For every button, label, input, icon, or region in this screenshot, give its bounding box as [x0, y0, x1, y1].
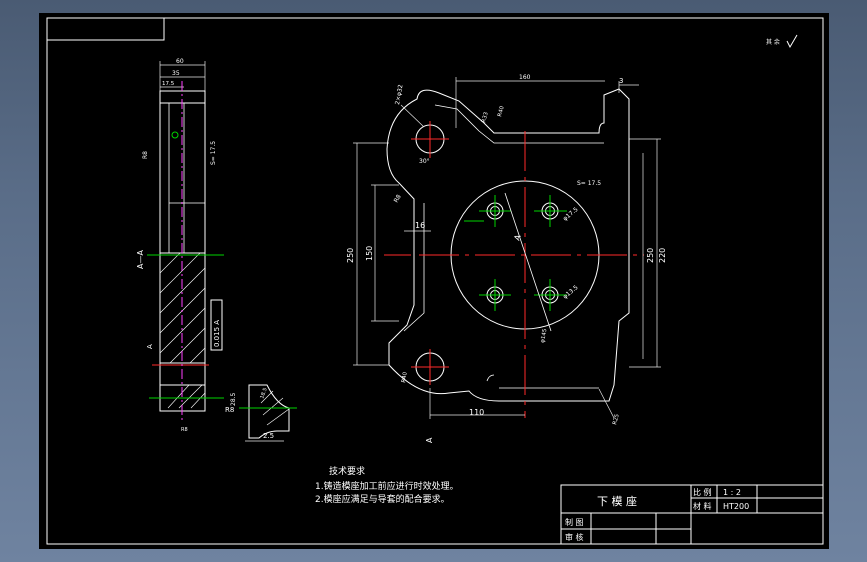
- dim-110: 110: [469, 408, 484, 417]
- scale-value: 1 : 2: [723, 488, 741, 497]
- dim-detail-r: 18.5: [259, 387, 268, 400]
- section-cut-a: A: [512, 233, 523, 242]
- dim-r25: R25: [612, 413, 621, 425]
- checked-label: 审 核: [565, 532, 584, 542]
- tech-requirements: 技术要求 1.铸造模座加工前应进行时效处理。 2.模座应满足与导套的配合要求。: [315, 465, 459, 505]
- tech-req-heading: 技术要求: [329, 465, 365, 477]
- dim-phi17-5: φ17.5: [562, 206, 580, 223]
- dim-phi145: φ145: [540, 328, 548, 343]
- flatness-frame: [210, 299, 223, 351]
- dim-r8-plan: R8: [393, 193, 403, 204]
- dim-angle: 30°: [419, 158, 430, 165]
- dim-17-5: 17.5: [162, 81, 175, 87]
- detail-view: 2.5 28.5 18.5 R8: [225, 384, 297, 442]
- dim-depth-side: S= 17.5: [210, 141, 217, 165]
- plan-view: A A 160 3 250 150 16 110 250 220 2×φ32 R…: [346, 74, 667, 443]
- flatness-text: 0.015 A: [213, 320, 221, 347]
- dim-r40: R40: [497, 105, 506, 117]
- dim-detail-8: R8: [225, 406, 234, 414]
- side-view: 60 35 17.5: [136, 58, 224, 433]
- scale-label: 比 例: [693, 487, 712, 497]
- tech-req-item-2: 2.模座应满足与导套的配合要求。: [315, 493, 450, 505]
- datum-a: A: [146, 344, 154, 349]
- roughness-icon: [786, 34, 798, 49]
- title-block: 下 模 座 比 例 1 : 2 材 料 HT200 制 图 审 核: [560, 484, 824, 545]
- dim-r40-bottom: R40: [401, 371, 409, 383]
- drawn-label: 制 图: [565, 517, 584, 527]
- dim-r8: R8: [142, 151, 149, 159]
- dim-detail-h: 28.5: [230, 392, 237, 406]
- dim-16: 16: [415, 221, 425, 230]
- drawing-border: [46, 17, 824, 545]
- tech-req-item-1: 1.铸造模座加工前应进行时效处理。: [315, 480, 459, 492]
- dim-s: S= 17.5: [577, 180, 601, 187]
- dim-side-bottom: R8: [181, 427, 188, 433]
- dim-35: 35: [172, 70, 180, 77]
- dim-250-left: 250: [346, 248, 355, 263]
- dim-phi13-5: φ13.5: [562, 284, 580, 301]
- drawing-title: 下 模 座: [597, 494, 637, 508]
- dim-150: 150: [365, 246, 374, 261]
- dim-3: 3: [619, 77, 623, 85]
- cad-viewport[interactable]: 其 余 60 35 17.5: [39, 13, 829, 549]
- dim-chamfer: 2×φ32: [394, 84, 404, 106]
- cad-drawing: 其 余 60 35 17.5: [46, 17, 824, 545]
- dim-60: 60: [176, 58, 184, 65]
- section-arrow-a: A: [425, 437, 434, 443]
- dim-detail-2-5: 2.5: [263, 432, 274, 440]
- corner-box: [46, 17, 165, 41]
- section-label: A—A: [136, 250, 145, 269]
- dim-250-right: 250: [646, 248, 655, 263]
- dim-220: 220: [658, 248, 667, 263]
- dim-160: 160: [519, 74, 531, 81]
- material-label: 材 料: [693, 501, 712, 511]
- roughness-label: 其 余: [766, 38, 780, 46]
- material-value: HT200: [723, 502, 749, 511]
- dim-r33: R33: [481, 111, 490, 123]
